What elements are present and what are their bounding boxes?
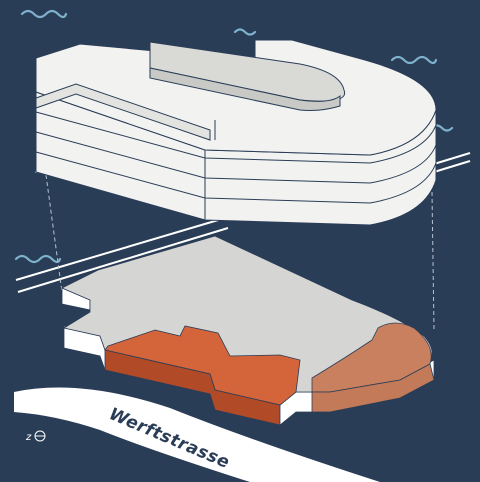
north-label: z [25,432,32,443]
wave-icon [22,11,66,17]
north-arrow-icon: z [25,431,45,443]
wave-icon [235,30,255,35]
building-volume [36,40,436,225]
wave-icon [16,256,60,262]
wave-icon [392,57,436,63]
